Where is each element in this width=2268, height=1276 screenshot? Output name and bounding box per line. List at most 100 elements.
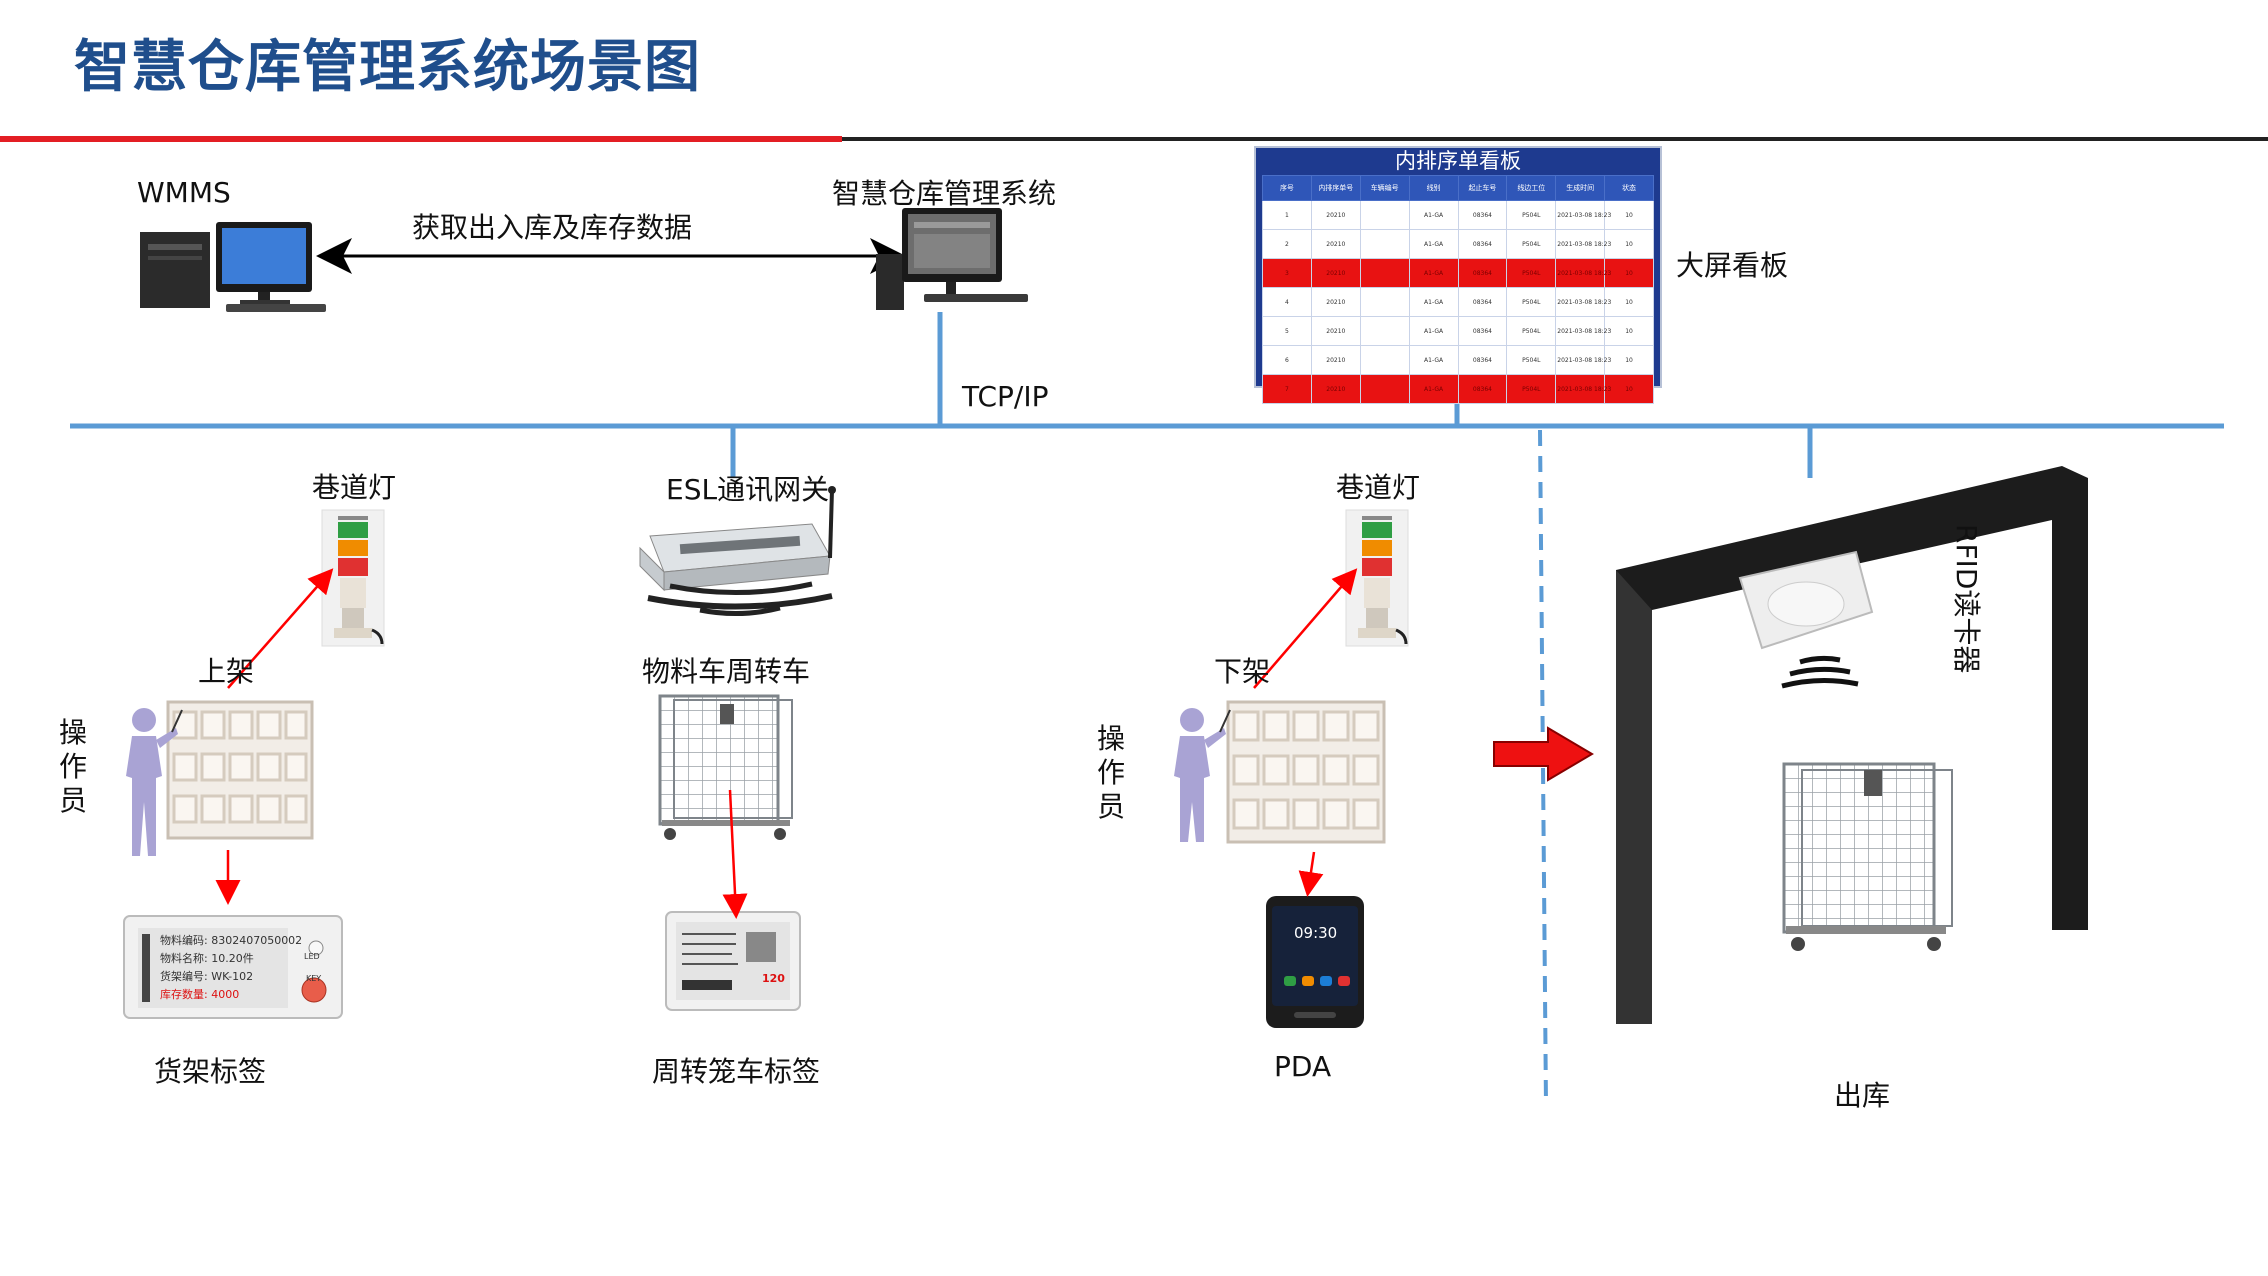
- board-header-cell: 序号: [1262, 175, 1312, 201]
- board-cell: 20210: [1310, 258, 1361, 288]
- board-cell: A1-GA: [1408, 374, 1459, 404]
- electronic-shelf-label-icon: [665, 911, 801, 1011]
- board-header-cell: 线别: [1408, 175, 1459, 201]
- board-cell: A1-GA: [1408, 229, 1459, 259]
- header-divider-black: [842, 137, 2268, 141]
- operator-person-icon: [1174, 708, 1231, 842]
- board-cell: 08364: [1457, 316, 1508, 346]
- board-cell: 10: [1604, 316, 1654, 346]
- shelve-up-arrow: [227, 568, 334, 689]
- header-divider: [0, 136, 2268, 142]
- shelf-tag-label: 货架标签: [154, 1055, 267, 1088]
- board-cell: 2021-03-08 18:23: [1555, 200, 1611, 230]
- board-header-cell: 起止车号: [1457, 175, 1508, 201]
- board-cell: 20210: [1310, 229, 1361, 259]
- pda-device-icon: [1266, 896, 1364, 1028]
- board-cell: 2021-03-08 18:23: [1555, 345, 1611, 375]
- board-cell: 08364: [1457, 258, 1508, 288]
- signal-tower-light-icon: [1345, 509, 1409, 647]
- zone-divider-dashed: [1538, 429, 1548, 1107]
- board-cell: [1359, 229, 1410, 259]
- board-header-cell: 车辆编号: [1359, 175, 1410, 201]
- operator-person-icon: [126, 708, 183, 856]
- pda-label: PDA: [1274, 1050, 1332, 1083]
- outbound-label: 出库: [1834, 1079, 1891, 1112]
- board-cell: A1-GA: [1408, 258, 1459, 288]
- shelf-tag-led-text: LED: [304, 952, 320, 961]
- pda-time: 09:30: [1294, 924, 1338, 942]
- big-screen-board: 内排序单看板 序号 内排序单号 车辆编号 线别 起止车号 线边工位 生成时间 状…: [1254, 146, 1662, 404]
- board-header-cell: 内排序单号: [1310, 175, 1361, 201]
- operator-label-char: 操: [1096, 722, 1125, 755]
- shelf-tag-line: 库存数量: 4000: [160, 988, 240, 1001]
- board-cell: 10: [1604, 345, 1654, 375]
- board-title: 内排序单看板: [1395, 149, 1521, 173]
- signal-tower-light-icon: [321, 509, 385, 647]
- board-cell: 2021-03-08 18:23: [1555, 316, 1611, 346]
- board-header-cell: 状态: [1604, 175, 1654, 201]
- board-cell: A1-GA: [1408, 345, 1459, 375]
- board-cell: 20210: [1310, 200, 1361, 230]
- shelf-tag-line: 货架编号: WK-102: [160, 970, 254, 983]
- board-cell: P504L: [1506, 258, 1557, 288]
- shelf-rack-icon: [1226, 700, 1386, 844]
- operator-label-char: 操: [58, 716, 87, 749]
- network-lines: [70, 312, 2224, 1107]
- board-cell: P504L: [1506, 345, 1557, 375]
- board-cell: P504L: [1506, 374, 1557, 404]
- board-cell: A1-GA: [1408, 287, 1459, 317]
- board-cell: 08364: [1457, 374, 1508, 404]
- board-cell: 5: [1262, 316, 1312, 346]
- board-cell: 2: [1262, 229, 1312, 259]
- board-cell: 4: [1262, 287, 1312, 317]
- board-cell: 2021-03-08 18:23: [1555, 258, 1611, 288]
- esl-gateway-icon: [639, 486, 836, 617]
- operator-label-char: 员: [1096, 790, 1125, 823]
- board-cell: 1: [1262, 200, 1312, 230]
- board-cell: 20210: [1310, 374, 1361, 404]
- board-cell: 08364: [1457, 345, 1508, 375]
- board-cell: 10: [1604, 229, 1654, 259]
- shelf-to-pda-arrow: [1298, 851, 1324, 897]
- shelf-rack-icon: [166, 700, 314, 840]
- board-cell: [1359, 258, 1410, 288]
- desktop-computer-icon: [140, 222, 326, 312]
- board-cell: [1359, 345, 1410, 375]
- board-cell: [1359, 374, 1410, 404]
- board-cell: 2021-03-08 18:23: [1555, 287, 1611, 317]
- board-header-cell: 生成时间: [1555, 175, 1606, 201]
- operator-label: 操 作 员: [56, 716, 90, 818]
- shelve-down-label: 下架: [1214, 655, 1271, 688]
- board-cell: 08364: [1457, 229, 1508, 259]
- board-cell: 2021-03-08 18:23: [1555, 229, 1611, 259]
- board-cell: 2021-03-08 18:23: [1555, 374, 1611, 404]
- operator-label-char: 作: [1096, 756, 1125, 789]
- shelf-tag-line: 物料名称: 10.20件: [160, 952, 254, 965]
- red-flow-arrows: [215, 568, 1358, 919]
- electronic-shelf-label-icon: [123, 915, 343, 1019]
- board-cell: 10: [1604, 287, 1654, 317]
- big-screen-label: 大屏看板: [1676, 249, 1789, 282]
- board-cell: 10: [1604, 200, 1654, 230]
- operator-label-char: 作: [58, 750, 87, 783]
- page-title: 智慧仓库管理系统场景图: [74, 35, 701, 100]
- rfid-reader-label: RFID读卡器: [1950, 524, 1983, 674]
- cage-tag-value: 120: [762, 972, 785, 985]
- board-cell: 20210: [1310, 316, 1361, 346]
- esl-gateway-label: ESL通讯网关: [666, 473, 830, 506]
- rfid-gate-icon: [1616, 466, 2088, 1024]
- tcpip-label: TCP/IP: [962, 380, 1049, 413]
- operator-label-char: 员: [58, 784, 87, 817]
- board-cell: 20210: [1310, 287, 1361, 317]
- board-header-row: 序号 内排序单号 车辆编号 线别 起止车号 线边工位 生成时间 状态: [1262, 175, 1654, 201]
- aisle-light-label: 巷道灯: [1336, 471, 1421, 504]
